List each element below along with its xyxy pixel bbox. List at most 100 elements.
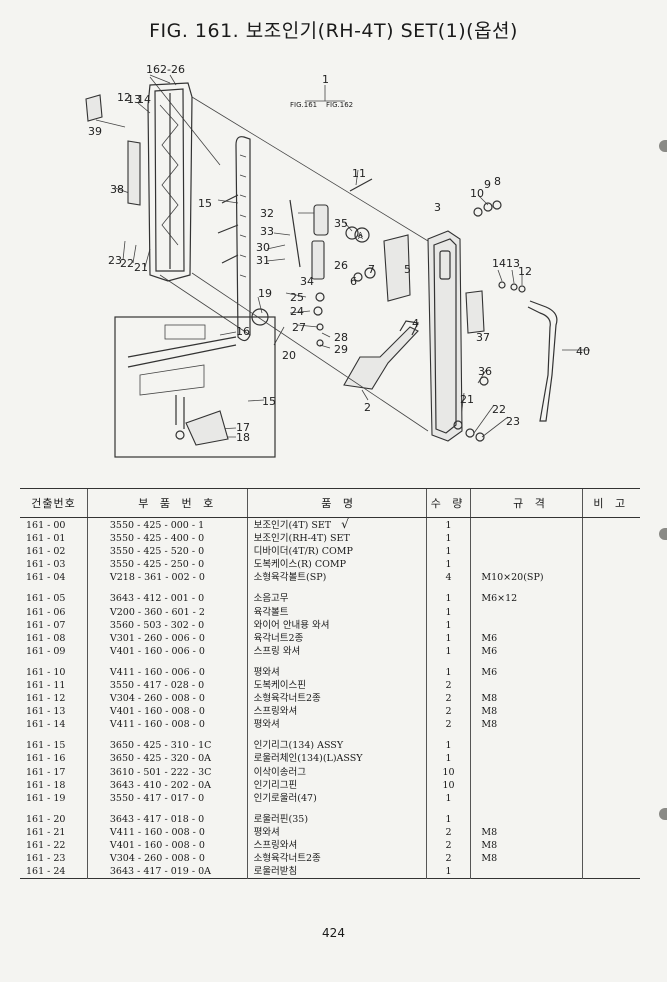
quantity-cell: 1: [425, 644, 471, 658]
part-number-cell: V218 - 361 - 002 - 0: [86, 571, 248, 585]
quantity-cell-text: 10: [442, 779, 455, 791]
part-number-cell: 3643 - 417 - 019 - 0A: [86, 865, 248, 879]
callout: 22: [120, 257, 134, 270]
part-no-cell: 161 - 05: [20, 592, 87, 605]
remarks-cell: [581, 865, 640, 879]
callout: 7: [368, 263, 375, 276]
part-no-cell-text: 161 - 10: [26, 666, 66, 678]
part-no-cell-text: 161 - 21: [26, 826, 66, 838]
part-number-cell-text: 3560 - 503 - 302 - 0: [109, 619, 205, 631]
part-number-cell: 3650 - 425 - 310 - 1C: [86, 739, 248, 753]
part-name-cell: 육각볼트: [246, 605, 427, 619]
spec-cell: [470, 618, 583, 632]
header-quantity: 수 량: [425, 488, 471, 518]
quantity-cell: 2: [425, 692, 471, 706]
spec-cell: [470, 765, 583, 779]
part-number-cell-text: V304 - 260 - 008 - 0: [109, 693, 205, 705]
part-name-cell: 보조인기(RH-4T) SET: [246, 532, 427, 546]
part-no-cell-text: 161 - 11: [26, 679, 66, 691]
spec-cell: [470, 778, 583, 792]
part-name-cell-text: 소형육각너트2종: [253, 693, 321, 705]
part-number-cell-text: 3643 - 417 - 018 - 0: [109, 813, 205, 825]
part-name-cell-text: 인기로울러(47): [253, 792, 317, 804]
header-spec: 규 격: [470, 488, 583, 518]
quantity-cell-text: 2: [445, 826, 452, 838]
part-no-cell-text: 161 - 22: [26, 840, 66, 852]
part-number-cell-text: 3650 - 425 - 320 - 0A: [109, 753, 211, 765]
part-number-cell-text: 3550 - 425 - 400 - 0: [109, 533, 205, 545]
part-name-cell: 로울러체인(134)(L)ASSY: [246, 752, 427, 766]
part-no-cell: 161 - 15: [20, 739, 87, 752]
callout: 6: [350, 275, 357, 288]
quantity-cell-text: 1: [445, 866, 452, 878]
part-name-cell: 도복케이스핀: [246, 678, 427, 693]
part-no-cell: 161 - 08: [20, 632, 87, 645]
part-name-cell-text: 육각너트2종: [253, 632, 304, 644]
part-name-cell: 보조인기(4T) SET√: [246, 517, 427, 532]
callout: 17: [236, 421, 250, 434]
quantity-cell: 1: [425, 558, 471, 572]
callout: 16: [236, 325, 250, 338]
callout: 34: [300, 275, 314, 288]
quantity-cell-text: 1: [445, 753, 452, 765]
part-no-cell: 161 - 12: [20, 692, 87, 705]
part-name-cell-text: 스프링와셔: [253, 706, 298, 718]
spec-cell-text: M10×20(SP): [481, 572, 544, 584]
quantity-cell: 1: [425, 812, 471, 826]
part-no-cell-text: 161 - 01: [26, 533, 66, 545]
quantity-cell-text: 1: [445, 593, 452, 605]
spec-cell: [470, 791, 583, 805]
part-number-cell-text: V411 - 160 - 008 - 0: [109, 826, 205, 838]
binder-hole: [659, 528, 667, 540]
spec-cell: M6: [470, 665, 583, 679]
part-number-cell-text: 3550 - 425 - 250 - 0: [109, 559, 205, 571]
part-no-cell-text: 161 - 15: [26, 740, 66, 752]
part-number-cell: 3643 - 417 - 018 - 0: [86, 812, 248, 826]
quantity-cell-text: 1: [445, 740, 452, 752]
remarks-cell: [581, 692, 640, 706]
part-no-cell-text: 161 - 00: [26, 519, 66, 531]
part-name-cell: 소형육각너트2종: [246, 852, 427, 866]
callout: 5: [404, 263, 411, 276]
quantity-cell-text: 4: [445, 572, 452, 584]
check-mark: √: [341, 517, 349, 531]
part-no-cell-text: 161 - 17: [26, 766, 66, 778]
part-number-cell: 3610 - 501 - 222 - 3C: [86, 765, 248, 779]
part-no-cell-text: 161 - 09: [26, 645, 66, 657]
divider-frame-assembly: [85, 82, 193, 282]
spec-cell: M10×20(SP): [470, 571, 583, 585]
part-no-cell: 161 - 07: [20, 619, 87, 632]
part-number-cell-text: 3643 - 412 - 001 - 0: [109, 593, 205, 605]
callout: 19: [258, 287, 272, 300]
spec-cell: [470, 739, 583, 753]
part-name-cell-text: 이삭이송러그: [253, 766, 307, 778]
header-part-name: 품 명: [246, 488, 427, 518]
part-no-cell-text: 161 - 08: [26, 632, 66, 644]
figure-title: FIG. 161. 보조인기(RH-4T) SET(1)(옵션): [149, 20, 518, 42]
part-no-cell: 161 - 18: [20, 779, 87, 792]
table-row: 161 - 01 3550 - 425 - 400 - 0 보조인기(RH-4T) …: [20, 532, 640, 546]
part-name-cell: 이삭이송러그: [246, 765, 427, 779]
callout: 12: [518, 265, 532, 278]
spec-cell-text: M6: [481, 645, 498, 657]
callout: 13: [127, 93, 141, 106]
group-spacer: [20, 657, 640, 666]
spec-cell: [470, 752, 583, 766]
remarks-cell: [581, 812, 640, 826]
quantity-cell: 1: [425, 752, 471, 766]
callout: 40: [576, 345, 590, 358]
spec-cell: [470, 605, 583, 619]
table-body: 161 - 00 3550 - 425 - 000 - 1 보조인기(4T) SET…: [20, 517, 640, 879]
spec-cell: [470, 545, 583, 559]
part-name-cell-text: 디바이더(4T/R) COMP: [253, 546, 353, 558]
part-name-cell: 인기리그핀: [246, 778, 427, 792]
callout: 14: [492, 257, 506, 270]
callout: 2: [364, 401, 371, 414]
part-number-cell-text: 3550 - 425 - 000 - 1: [109, 519, 205, 531]
spec-cell: M6: [470, 631, 583, 645]
part-38-plate: [127, 140, 141, 206]
